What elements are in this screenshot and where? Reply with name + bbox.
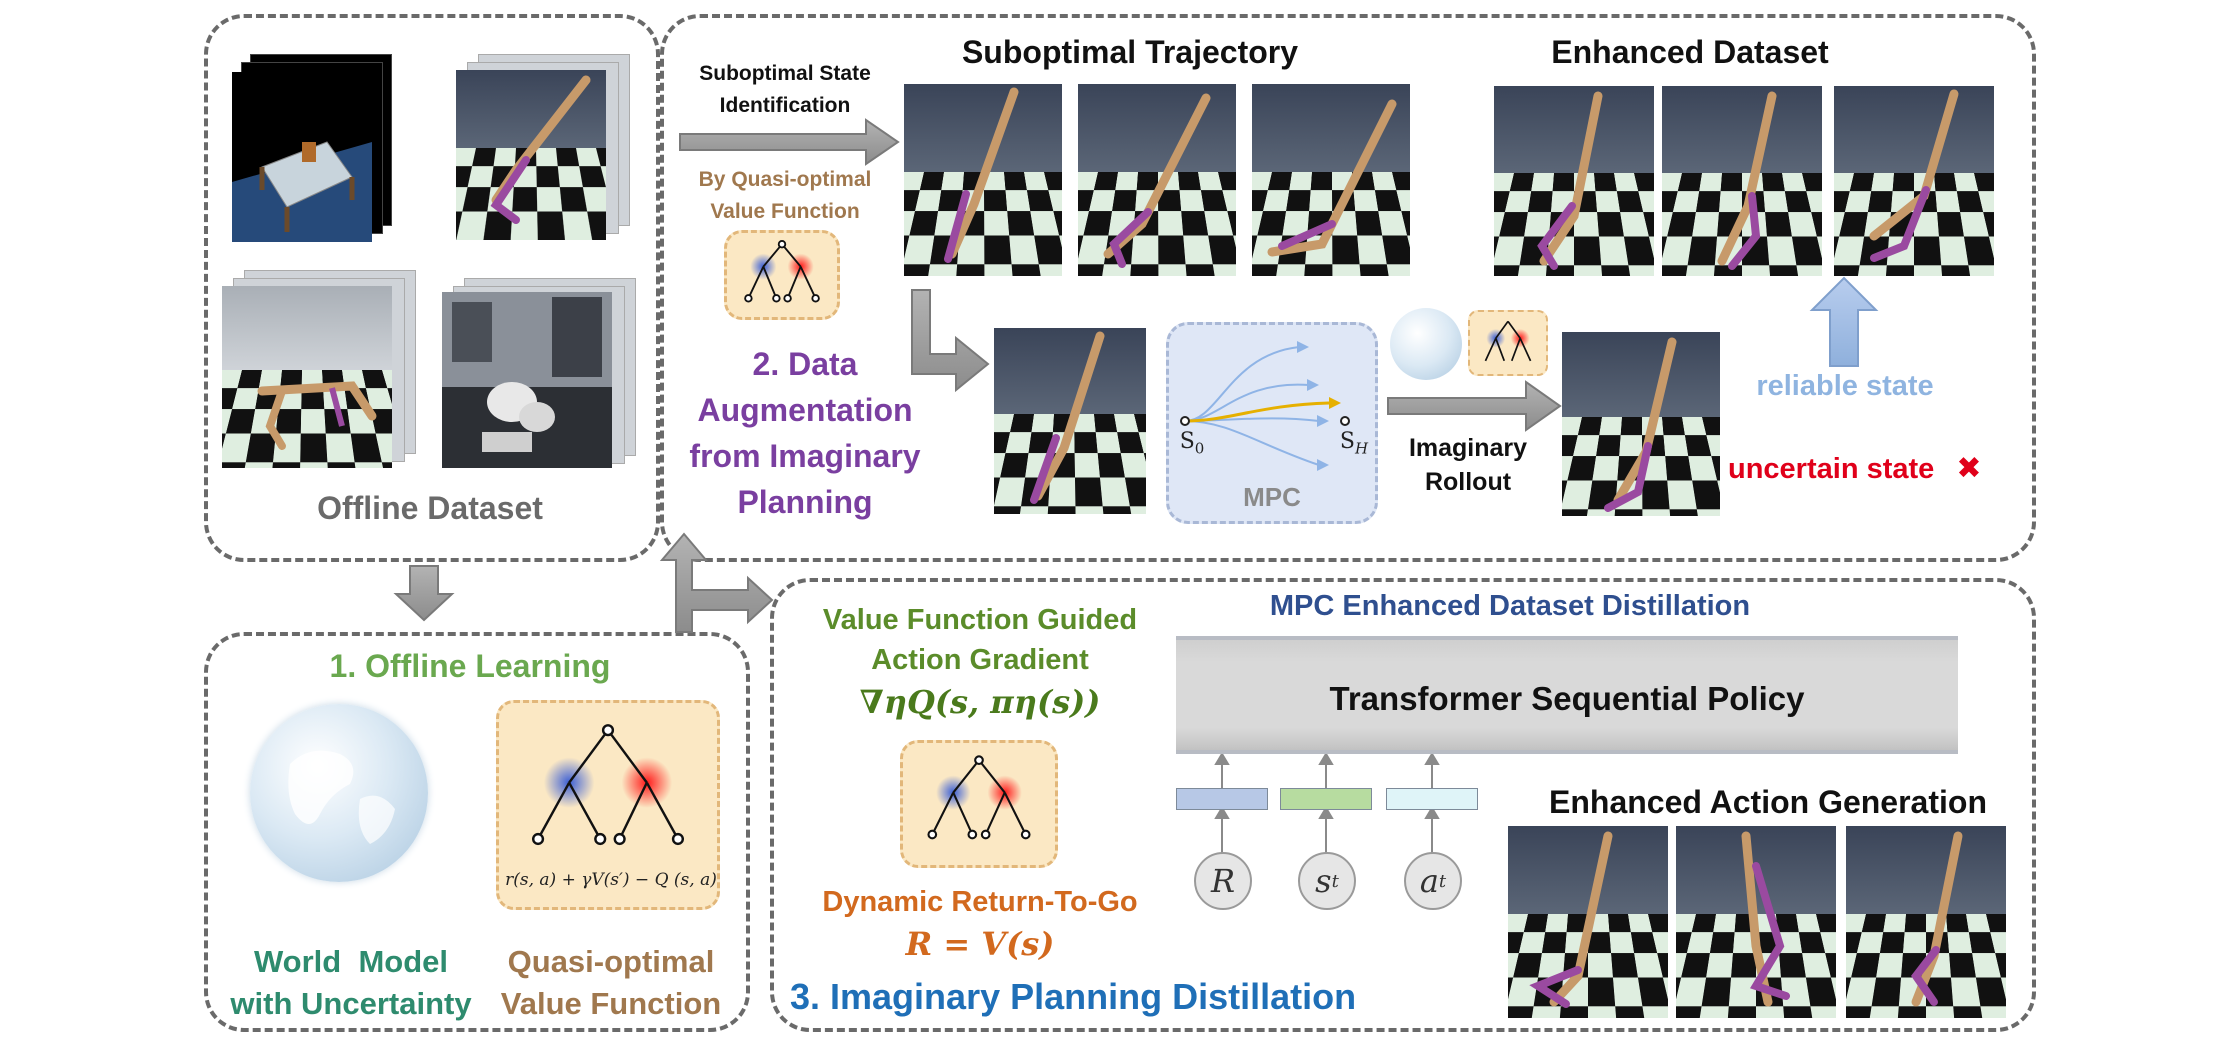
imaginary-line2: Rollout — [1378, 468, 1558, 497]
bellman-formula: r(s, a) + γV(s′) − Q (s, a) — [499, 871, 723, 891]
distillation-value-box — [900, 740, 1058, 868]
sh-subscript: H — [1355, 439, 1368, 457]
uncertain-state-label: uncertain state ✖ — [1728, 452, 2008, 487]
token-s-sub: t — [1332, 871, 1339, 892]
token-a-label: a — [1420, 862, 1439, 900]
augmentation-title-line1: 2. Data — [680, 346, 930, 383]
distillation-title: 3. Imaginary Planning Distillation — [790, 976, 1410, 1017]
arrow-learning-up-right — [662, 534, 772, 632]
suboptimal-trajectory-title: Suboptimal Trajectory — [900, 34, 1360, 71]
world-model-globe-icon — [250, 704, 428, 882]
reliable-state-label: reliable state — [1730, 370, 1960, 403]
enhanced-frame-2 — [1662, 86, 1822, 276]
enhanced-action-title: Enhanced Action Generation — [1520, 784, 2016, 821]
mpc-label: MPC — [1169, 483, 1375, 513]
token-r-label: R — [1211, 862, 1235, 900]
uncertain-state-text: uncertain state — [1728, 453, 1934, 485]
s0-label: S0 — [1177, 429, 1207, 458]
enhanced-dataset-title: Enhanced Dataset — [1500, 34, 1880, 71]
rtg-formula: R = V(s) — [790, 926, 1170, 963]
transformer-bar: Transformer Sequential Policy — [1176, 636, 1958, 754]
rollout-result-frame — [1562, 332, 1720, 516]
by-quasi-line1: By Quasi-optimal — [680, 168, 890, 192]
small-value-box-identification — [724, 230, 840, 320]
action-frame-2 — [1676, 826, 1836, 1018]
identification-line2: Identification — [680, 94, 890, 118]
arrow-imaginary-rollout — [1388, 382, 1560, 430]
guided-line2: Action Gradient — [790, 644, 1170, 677]
action-frame-3 — [1846, 826, 2006, 1018]
token-a-sub: t — [1439, 871, 1446, 892]
token-circle-r: R — [1194, 852, 1252, 910]
mpc-box: S0 SH MPC — [1166, 322, 1378, 524]
value-fn-line2: Value Function — [486, 986, 736, 1022]
world-model-line1: World Model — [216, 944, 486, 980]
rollout-value-box — [1468, 310, 1548, 376]
by-quasi-line2: Value Function — [680, 200, 890, 224]
token-bar-a — [1386, 788, 1478, 810]
s0-subscript: 0 — [1195, 439, 1205, 457]
imaginary-line1: Imaginary — [1378, 434, 1558, 463]
rollout-globe-icon — [1390, 308, 1462, 380]
suboptimal-frame-2 — [1078, 84, 1236, 276]
value-fn-line1: Quasi-optimal — [486, 944, 736, 980]
arrow-identification — [680, 120, 898, 164]
suboptimal-frame-3 — [1252, 84, 1410, 276]
token-s-label: s — [1315, 862, 1331, 900]
rtg-title: Dynamic Return-To-Go — [790, 886, 1170, 919]
world-model-line2: with Uncertainty — [206, 986, 496, 1022]
transformer-label: Transformer Sequential Policy — [1176, 680, 1958, 718]
token-bar-r — [1176, 788, 1268, 810]
suboptimal-frame-1 — [904, 84, 1062, 276]
sh-letter: S — [1340, 429, 1355, 454]
augmentation-title-line2: Augmentation — [680, 392, 930, 429]
uncertain-cross-icon: ✖ — [1956, 452, 1981, 485]
mpc-enhanced-title: MPC Enhanced Dataset Distillation — [1180, 590, 1840, 623]
token-circle-a: at — [1404, 852, 1462, 910]
token-circle-s: st — [1298, 852, 1356, 910]
augmentation-title-line4: Planning — [680, 484, 930, 521]
offline-learning-title: 1. Offline Learning — [300, 648, 640, 685]
token-bar-s — [1280, 788, 1372, 810]
arrow-reliable-state — [1812, 278, 1876, 366]
arrow-dataset-to-learning — [396, 566, 452, 620]
augmentation-title-line3: from Imaginary — [680, 438, 930, 475]
gradient-formula: ∇ηQ(s, πη(s)) — [790, 684, 1170, 721]
identification-line1: Suboptimal State — [680, 62, 890, 86]
enhanced-frame-1 — [1494, 86, 1654, 276]
quasi-optimal-value-box: r(s, a) + γV(s′) − Q (s, a) — [496, 700, 720, 910]
enhanced-frame-3 — [1834, 86, 1994, 276]
guided-line1: Value Function Guided — [790, 604, 1170, 637]
action-frame-1 — [1508, 826, 1668, 1018]
planning-start-frame — [994, 328, 1146, 514]
s0-letter: S — [1180, 429, 1195, 454]
sh-label: SH — [1337, 429, 1371, 458]
